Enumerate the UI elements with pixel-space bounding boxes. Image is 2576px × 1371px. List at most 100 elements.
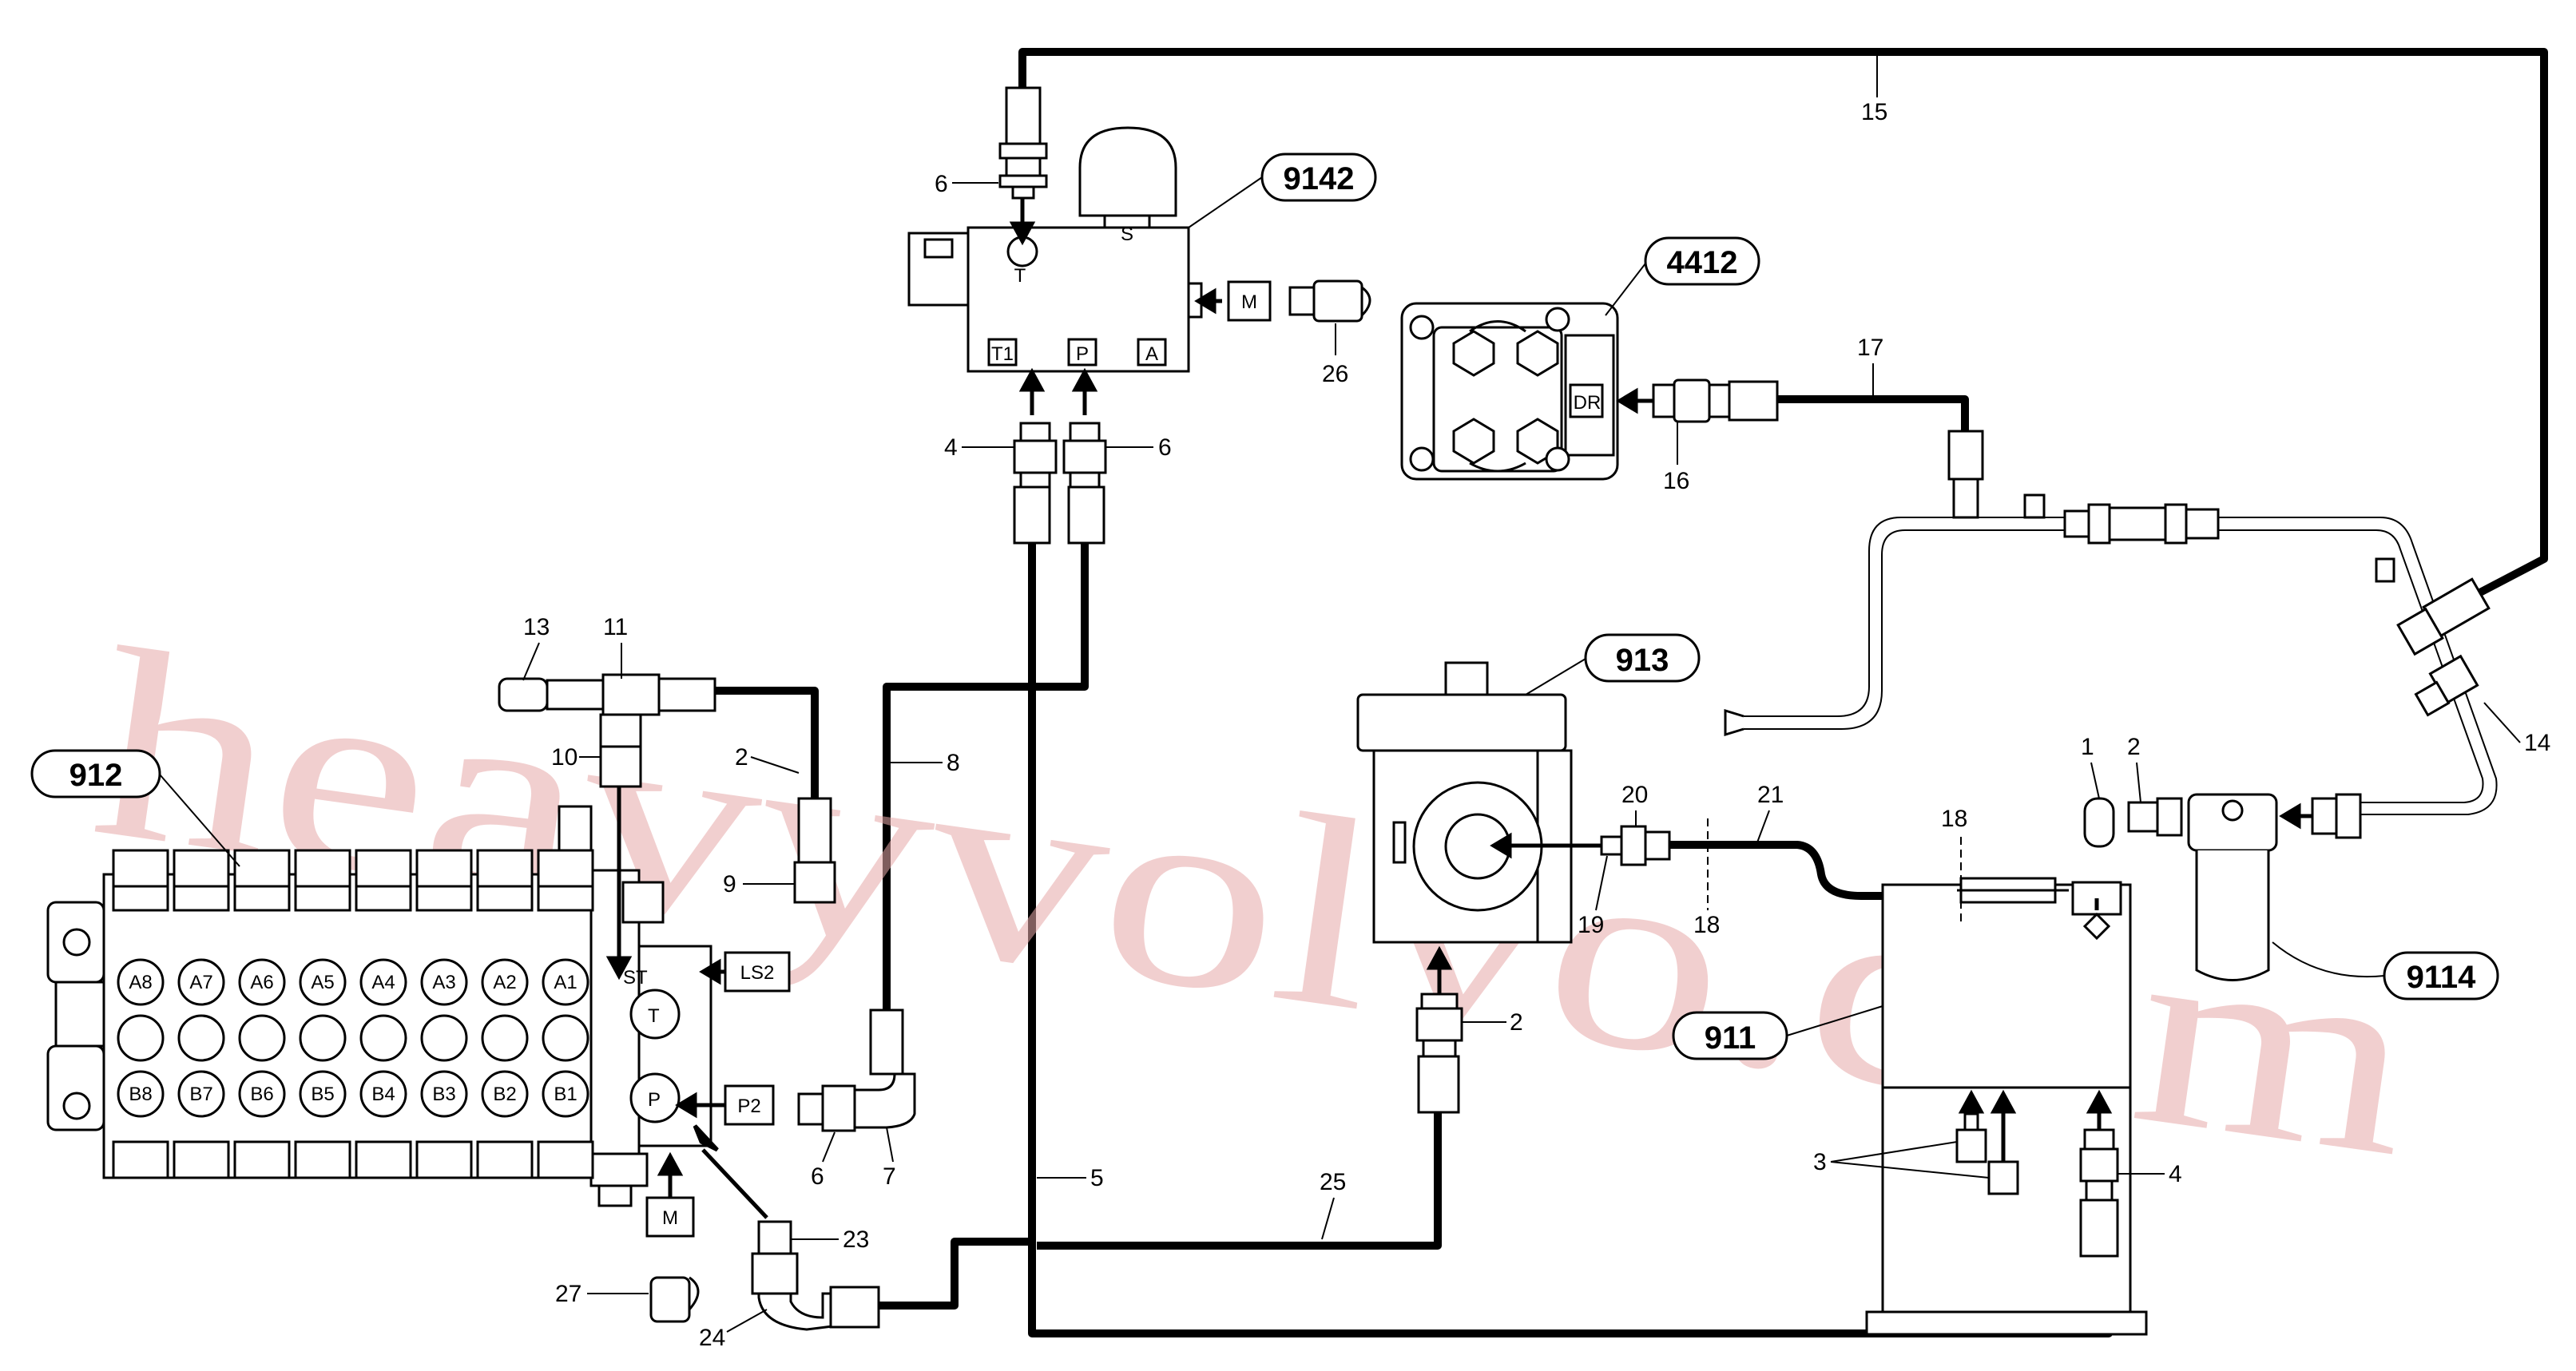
- hose-17: [1777, 395, 1969, 431]
- item-27: 27: [555, 1281, 581, 1307]
- item-8: 8: [947, 750, 960, 776]
- valve-fittings: [498, 673, 916, 1331]
- item-24: 24: [699, 1325, 725, 1351]
- item-14: 14: [2524, 730, 2550, 756]
- item-6-p2: 6: [811, 1163, 824, 1190]
- callout-4412-label: 4412: [1667, 245, 1738, 280]
- port-t1: T1: [991, 343, 1014, 365]
- item-13: 13: [523, 614, 550, 640]
- ls2-p2-boxes: [645, 951, 791, 1238]
- steering-unit-4412: [1400, 302, 1779, 481]
- hose-ls2: [711, 687, 819, 798]
- callout-9142-label: 9142: [1284, 161, 1355, 196]
- callout-9142: 9142: [1188, 153, 1377, 228]
- pipe-fittings: [1724, 430, 2491, 737]
- port-t-9142: T: [1014, 265, 1026, 287]
- item-18-tank: 18: [1941, 806, 1967, 832]
- callout-9114: 9114: [2272, 941, 2499, 1001]
- callout-9114-label: 9114: [2407, 960, 2477, 995]
- section-label-bottom: B6: [250, 1084, 273, 1105]
- callout-913: 913: [1525, 633, 1701, 695]
- section-label-bottom: B5: [311, 1084, 334, 1105]
- section-label-bottom: B4: [371, 1084, 395, 1105]
- item-2-pump: 2: [1510, 1009, 1523, 1036]
- port-s: S: [1121, 224, 1133, 245]
- pump-913: [1356, 661, 1671, 1114]
- port-m-lower: M: [662, 1207, 678, 1229]
- port-m: M: [1241, 291, 1257, 313]
- port-p2: P2: [737, 1096, 760, 1117]
- item-21: 21: [1757, 782, 1784, 808]
- item-numbers: 6 4 6 15 26 17 16 14 1 2 18 18 19 20 21 …: [522, 56, 2550, 1351]
- section-label-bottom: B8: [129, 1084, 152, 1105]
- section-label-bottom: B1: [554, 1084, 577, 1105]
- item-20: 20: [1621, 782, 1648, 808]
- hose-8: [883, 543, 1089, 1010]
- item-2-filter: 2: [2127, 734, 2141, 760]
- flow-arrows: [605, 198, 2312, 1219]
- callout-911: 911: [1672, 1005, 1883, 1060]
- hose-21: [1669, 841, 1957, 900]
- section-label-bottom: B7: [189, 1084, 212, 1105]
- item-3: 3: [1813, 1149, 1827, 1175]
- item-9: 9: [723, 871, 736, 897]
- item-19: 19: [1578, 912, 1604, 938]
- section-label-bottom: B2: [493, 1084, 516, 1105]
- section-label-bottom: B3: [432, 1084, 455, 1105]
- item-7: 7: [883, 1163, 896, 1190]
- item-2-ls: 2: [735, 744, 748, 771]
- item-4-top: 4: [944, 434, 958, 461]
- item-15: 15: [1861, 99, 1887, 125]
- port-dr: DR: [1574, 392, 1602, 414]
- measure-point-26: [1227, 279, 1371, 323]
- section-label-top: A4: [371, 972, 395, 993]
- port-ls2: LS2: [740, 962, 775, 984]
- item-11: 11: [603, 614, 628, 640]
- callout-4412: 4412: [1605, 236, 1760, 316]
- return-pipe: [1744, 517, 2498, 815]
- hose-25: [1037, 1110, 1442, 1250]
- callout-912-label: 912: [69, 758, 123, 793]
- section-label-top: A8: [129, 972, 152, 993]
- port-t-912: T: [648, 1005, 660, 1027]
- hose-24: [879, 1238, 1032, 1310]
- port-st: ST: [623, 967, 648, 989]
- section-label-top: A3: [432, 972, 455, 993]
- accumulator-bulb: [1078, 126, 1177, 217]
- item-4-tank: 4: [2169, 1161, 2182, 1187]
- item-17: 17: [1857, 335, 1883, 361]
- item-10: 10: [551, 744, 578, 771]
- fittings-9142: [998, 86, 1107, 545]
- item-23: 23: [843, 1226, 869, 1253]
- callout-913-label: 913: [1616, 643, 1669, 678]
- item-25: 25: [1320, 1169, 1346, 1195]
- section-label-top: A5: [311, 972, 334, 993]
- port-a: A: [1145, 343, 1158, 365]
- callout-912: [30, 749, 240, 867]
- item-26: 26: [1322, 361, 1348, 387]
- section-label-top: A6: [250, 972, 273, 993]
- section-label-top: A7: [189, 972, 212, 993]
- item-1: 1: [2081, 734, 2094, 760]
- section-label-top: A1: [554, 972, 577, 993]
- callout-911-label: 911: [1705, 1020, 1756, 1056]
- section-label-top: A2: [493, 972, 516, 993]
- item-6-top: 6: [935, 171, 948, 197]
- valve-9142: [907, 126, 1203, 373]
- hose-15: [1018, 48, 2548, 607]
- item-5: 5: [1090, 1165, 1104, 1191]
- filter-9114: [2083, 793, 2362, 981]
- item-6-mid: 6: [1158, 434, 1172, 461]
- port-p-912: P: [648, 1089, 661, 1111]
- port-p-9142: P: [1076, 343, 1089, 365]
- item-16: 16: [1663, 468, 1689, 494]
